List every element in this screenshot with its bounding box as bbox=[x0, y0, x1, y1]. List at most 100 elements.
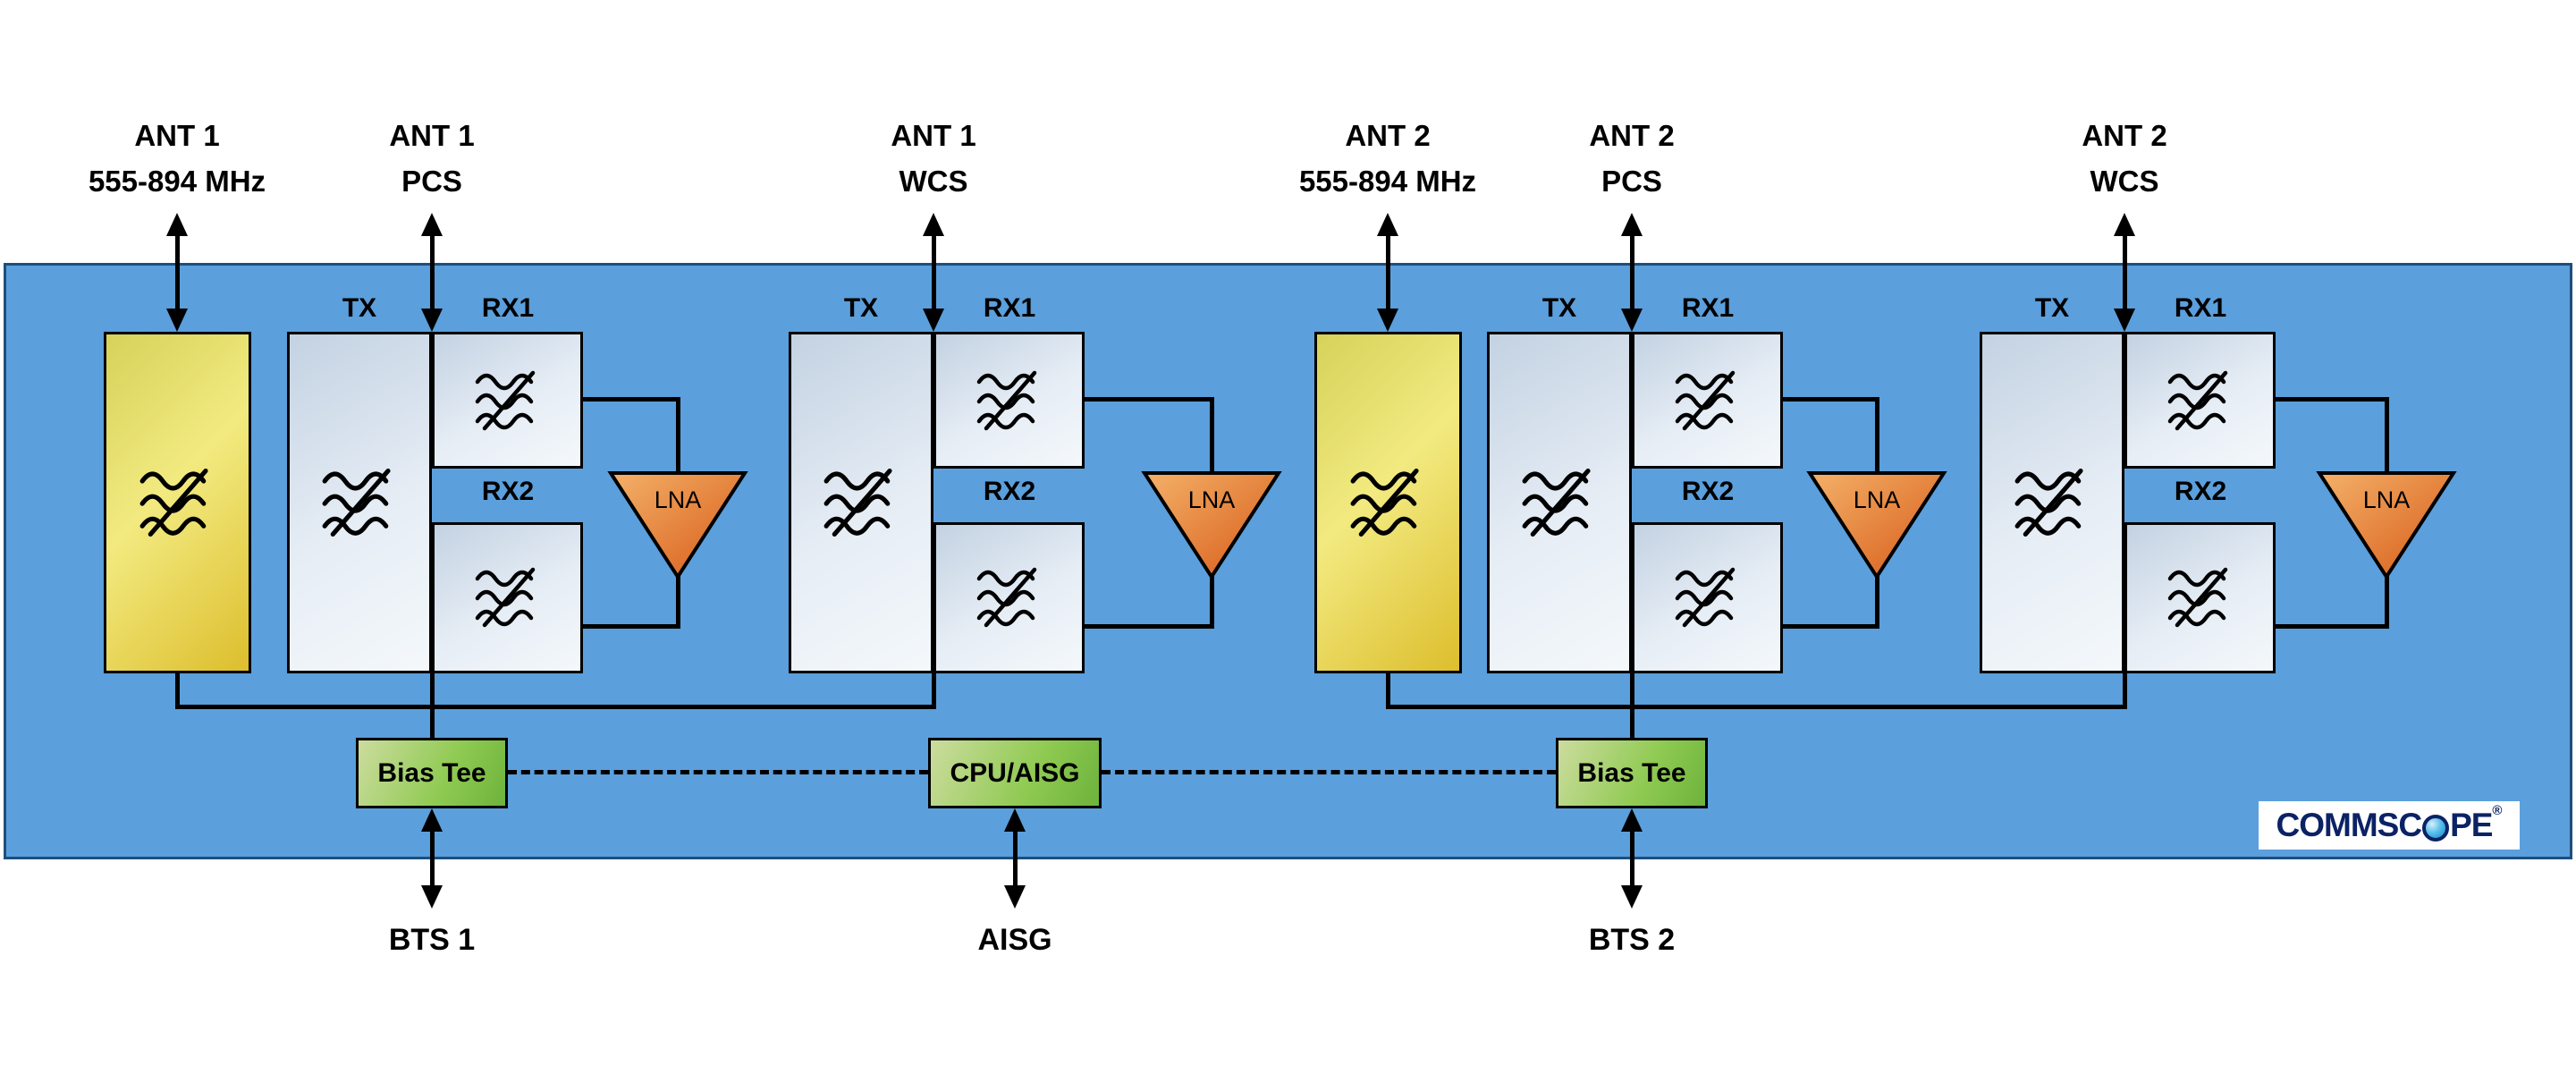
tx-label: TX bbox=[342, 293, 377, 323]
filter-icon bbox=[818, 462, 904, 543]
arrow-shaft bbox=[2122, 229, 2127, 316]
arrowhead-down-icon bbox=[421, 309, 443, 332]
aisg-port-label: AISG bbox=[977, 923, 1052, 957]
lna-to-rx2-line bbox=[1085, 624, 1213, 629]
aisg-bus-dashed-line bbox=[508, 770, 928, 774]
port-label-line1: ANT 1 bbox=[134, 119, 220, 152]
arrow-shaft bbox=[1385, 229, 1390, 316]
rx1-label: RX1 bbox=[481, 293, 535, 323]
arrow-shaft bbox=[1629, 825, 1634, 892]
rx2-label: RX2 bbox=[1681, 477, 1735, 506]
filter-icon bbox=[1345, 462, 1431, 543]
antenna-port-label: ANT 2 555-894 MHz bbox=[1209, 113, 1567, 204]
lna-triangle-icon bbox=[607, 471, 748, 580]
filter-icon bbox=[134, 462, 220, 543]
tx-label: TX bbox=[2034, 293, 2070, 323]
bts1-combine-line bbox=[177, 705, 936, 709]
lna-label: LNA bbox=[1854, 486, 1901, 513]
arrow-shaft bbox=[429, 825, 435, 892]
filter-icon bbox=[1516, 462, 1602, 543]
lna-output-line bbox=[1209, 573, 1214, 629]
arrowhead-down-icon bbox=[421, 885, 443, 909]
registered-mark: ® bbox=[2492, 803, 2503, 818]
port-label-line2: PCS bbox=[401, 165, 462, 198]
port-label-line1: ANT 2 bbox=[1345, 119, 1431, 152]
lna-input-line bbox=[1874, 397, 1879, 473]
pcs1-feed-line bbox=[429, 673, 435, 740]
tx-label: TX bbox=[843, 293, 879, 323]
rx1-label: RX1 bbox=[2174, 293, 2227, 323]
rx1-to-lna-line bbox=[2276, 397, 2388, 402]
filter-icon bbox=[470, 366, 545, 436]
port-label-line1: ANT 2 bbox=[2082, 119, 2167, 152]
lna-input-line bbox=[2384, 397, 2389, 473]
bias-tee-label: Bias Tee bbox=[377, 757, 486, 788]
arrowhead-down-icon bbox=[1621, 309, 1643, 332]
wcs2-feed-line bbox=[2122, 673, 2127, 709]
port-label-line1: ANT 1 bbox=[389, 119, 475, 152]
rx1-to-lna-line bbox=[583, 397, 680, 402]
rx1-to-lna-line bbox=[1783, 397, 1879, 402]
cpu-aisg-label: CPU/AISG bbox=[950, 757, 1080, 788]
bts2-port-label: BTS 2 bbox=[1588, 923, 1676, 957]
lna-to-rx2-line bbox=[583, 624, 680, 629]
antenna-port-label: ANT 2 PCS bbox=[1453, 113, 1811, 204]
lna-output-line bbox=[675, 573, 680, 629]
lna-output-line bbox=[2384, 573, 2389, 629]
port-label-line2: WCS bbox=[899, 165, 968, 198]
rx1-label: RX1 bbox=[1681, 293, 1735, 323]
filter-icon bbox=[2163, 562, 2238, 632]
brand-text-right: PE bbox=[2450, 807, 2493, 843]
lna-amplifier: LNA bbox=[2316, 471, 2457, 580]
filter-icon bbox=[972, 562, 1047, 632]
port-label-line2: 555-894 MHz bbox=[88, 165, 266, 198]
wcs1-feed-line bbox=[931, 673, 936, 709]
filter-icon bbox=[972, 366, 1047, 436]
tx-label: TX bbox=[1541, 293, 1577, 323]
pcs2-feed-line bbox=[1629, 673, 1634, 740]
lna-output-line bbox=[1874, 573, 1879, 629]
filter-icon bbox=[2009, 462, 2095, 543]
aisg-bus-dashed-line bbox=[1102, 770, 1556, 774]
lna-to-rx2-line bbox=[2276, 624, 2388, 629]
rx2-label: RX2 bbox=[481, 477, 535, 506]
lna-triangle-icon bbox=[1806, 471, 1947, 580]
filter-icon bbox=[317, 462, 402, 543]
arrow-shaft bbox=[174, 229, 180, 316]
lna-label: LNA bbox=[2363, 486, 2411, 513]
arrow-shaft bbox=[1012, 825, 1018, 892]
arrow-shaft bbox=[429, 229, 435, 316]
filter-icon bbox=[1670, 366, 1745, 436]
rx1-filter-box bbox=[2124, 332, 2276, 469]
bts1-port-label: BTS 1 bbox=[388, 923, 476, 957]
arrowhead-down-icon bbox=[1377, 309, 1398, 332]
lna-input-line bbox=[675, 397, 680, 473]
lna-triangle-icon bbox=[1141, 471, 1282, 580]
port-label-line2: 555-894 MHz bbox=[1298, 165, 1477, 198]
commscope-logo: COMMSC PE® bbox=[2259, 801, 2520, 850]
antenna-port-label: ANT 1 WCS bbox=[755, 113, 1112, 204]
lna-amplifier: LNA bbox=[1806, 471, 1947, 580]
brand-text-left: COMMSC bbox=[2276, 807, 2423, 843]
filter-icon bbox=[2163, 366, 2238, 436]
arrowhead-down-icon bbox=[166, 309, 188, 332]
bias-tee-box: Bias Tee bbox=[1556, 738, 1708, 808]
lna-input-line bbox=[1209, 397, 1214, 473]
bias-tee-box: Bias Tee bbox=[356, 738, 508, 808]
filter-icon bbox=[470, 562, 545, 632]
bias-tee-label: Bias Tee bbox=[1577, 757, 1686, 788]
arrow-shaft bbox=[931, 229, 936, 316]
rx1-to-lna-line bbox=[1085, 397, 1213, 402]
lna-label: LNA bbox=[1188, 486, 1236, 513]
commscope-globe-icon bbox=[2422, 815, 2450, 841]
lna-amplifier: LNA bbox=[607, 471, 748, 580]
port-label-line1: ANT 2 bbox=[1589, 119, 1675, 152]
filter-icon bbox=[1670, 562, 1745, 632]
lowband2-feed-line bbox=[1385, 673, 1390, 709]
arrowhead-down-icon bbox=[1621, 885, 1643, 909]
lna-triangle-icon bbox=[2316, 471, 2457, 580]
bts2-combine-line bbox=[1388, 705, 2127, 709]
rx2-label: RX2 bbox=[983, 477, 1036, 506]
port-label-line2: WCS bbox=[2090, 165, 2159, 198]
